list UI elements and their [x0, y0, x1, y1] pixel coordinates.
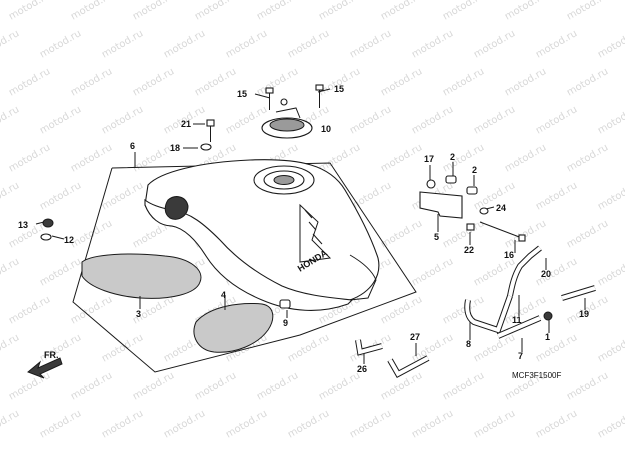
callout-4: 4 [221, 290, 226, 300]
callout-9: 9 [283, 318, 288, 328]
callout-21: 21 [181, 119, 191, 129]
callout-5: 5 [434, 232, 439, 242]
callout-15b: 15 [334, 84, 344, 94]
callout-20: 20 [541, 269, 551, 279]
callout-18: 18 [170, 143, 180, 153]
callout-11: 11 [512, 315, 522, 325]
callout-16: 16 [504, 250, 514, 260]
diagram-code: MCF3F1500F [512, 371, 561, 380]
front-direction-arrow: FR. [27, 350, 63, 379]
callout-2a: 2 [450, 152, 455, 162]
tank-pad-right [193, 303, 274, 353]
assembly-outline [72, 162, 417, 373]
front-arrow-label: FR. [44, 350, 59, 360]
callout-13: 13 [18, 220, 28, 230]
callout-7: 7 [518, 351, 523, 361]
fuel-cap-assembly [261, 98, 313, 139]
callout-15a: 15 [237, 89, 247, 99]
callout-8: 8 [466, 339, 471, 349]
bracket-assembly [419, 175, 526, 242]
tank-pad-left [81, 253, 202, 299]
callout-17: 17 [424, 154, 434, 164]
callout-3: 3 [136, 309, 141, 319]
callout-1: 1 [545, 332, 550, 342]
callout-27: 27 [410, 332, 420, 342]
hose-parts [355, 245, 596, 379]
leader-lines [35, 88, 586, 364]
bolt-parts [40, 84, 324, 309]
callout-19: 19 [579, 309, 589, 319]
callout-10: 10 [321, 124, 331, 134]
callout-12: 12 [64, 235, 74, 245]
callout-labels: 1 2 2 3 4 5 6 7 8 9 10 11 12 13 15 15 16… [18, 84, 589, 374]
callout-22: 22 [464, 245, 474, 255]
fuel-tank: HONDA [144, 159, 380, 311]
callout-2b: 2 [472, 165, 477, 175]
callout-24: 24 [496, 203, 506, 213]
callout-26: 26 [357, 364, 367, 374]
callout-6: 6 [130, 141, 135, 151]
